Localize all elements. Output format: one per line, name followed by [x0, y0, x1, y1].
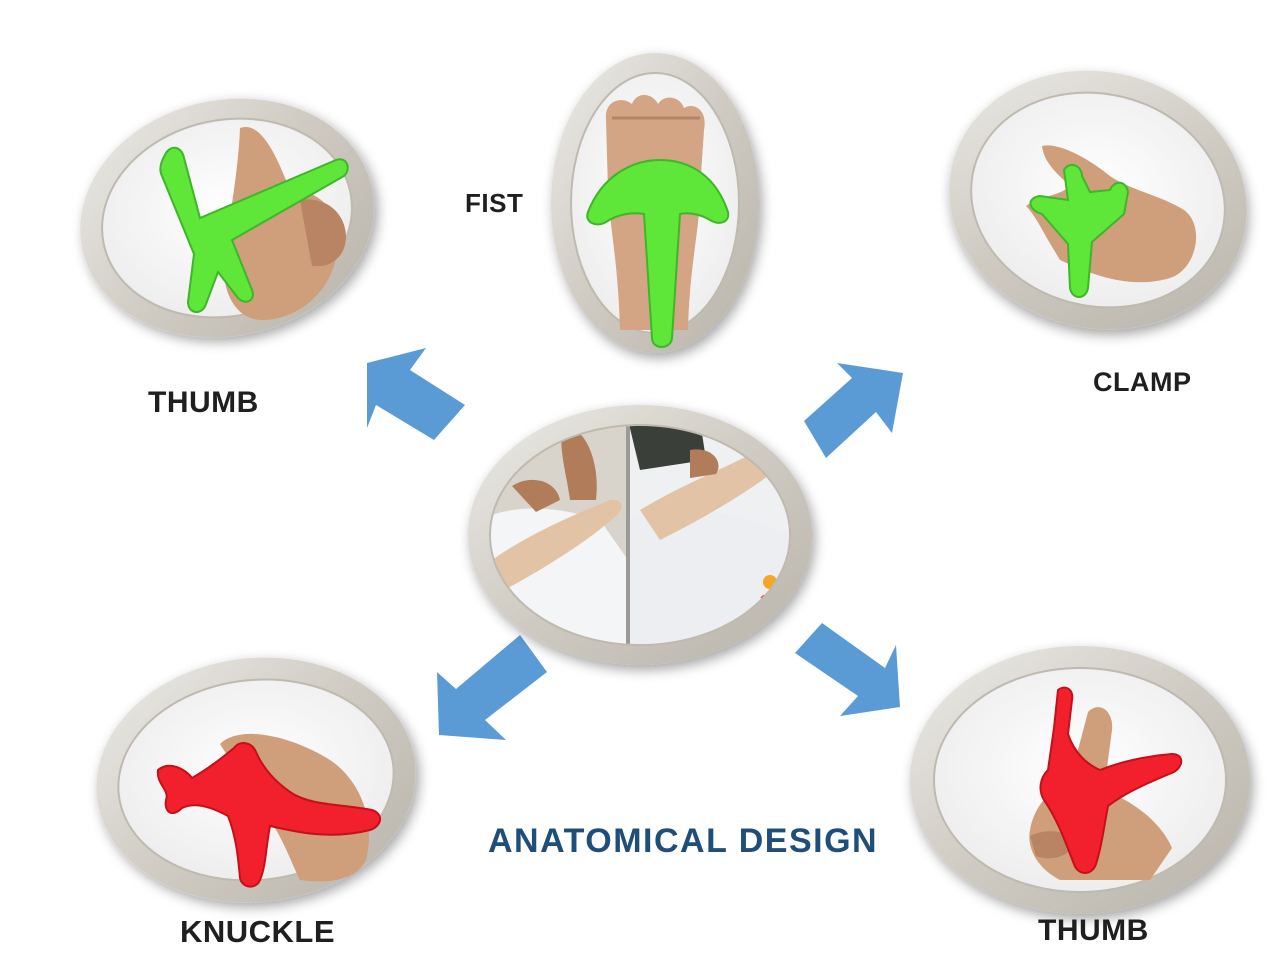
label-knuckle: KNUCKLE	[180, 914, 336, 949]
red-tool-icon	[1039, 686, 1183, 874]
medallion-thumb-top	[80, 98, 374, 338]
label-thumb-bottom: THUMB	[1038, 914, 1149, 947]
arrow-down-left	[437, 635, 547, 740]
medallion-knuckle	[96, 657, 416, 903]
label-thumb-top: THUMB	[148, 386, 259, 419]
arrow-up-right	[804, 363, 903, 458]
medallion-thumb-bottom	[910, 646, 1250, 914]
medallion-clamp	[949, 70, 1247, 330]
arrow-up-left	[367, 348, 465, 440]
arrow-down-right	[795, 623, 900, 716]
label-clamp: CLAMP	[1093, 367, 1192, 397]
red-tool-icon	[156, 742, 381, 888]
medallion-center	[468, 405, 812, 665]
medallion-fist	[551, 53, 759, 353]
green-tool-icon	[586, 158, 730, 348]
label-fist: FIST	[465, 188, 524, 218]
diagram-title: ANATOMICAL DESIGN	[488, 822, 879, 860]
green-tool-icon	[1029, 163, 1130, 298]
green-tool-icon	[159, 146, 349, 313]
massage-photo	[490, 425, 790, 645]
hand-image	[224, 126, 346, 320]
